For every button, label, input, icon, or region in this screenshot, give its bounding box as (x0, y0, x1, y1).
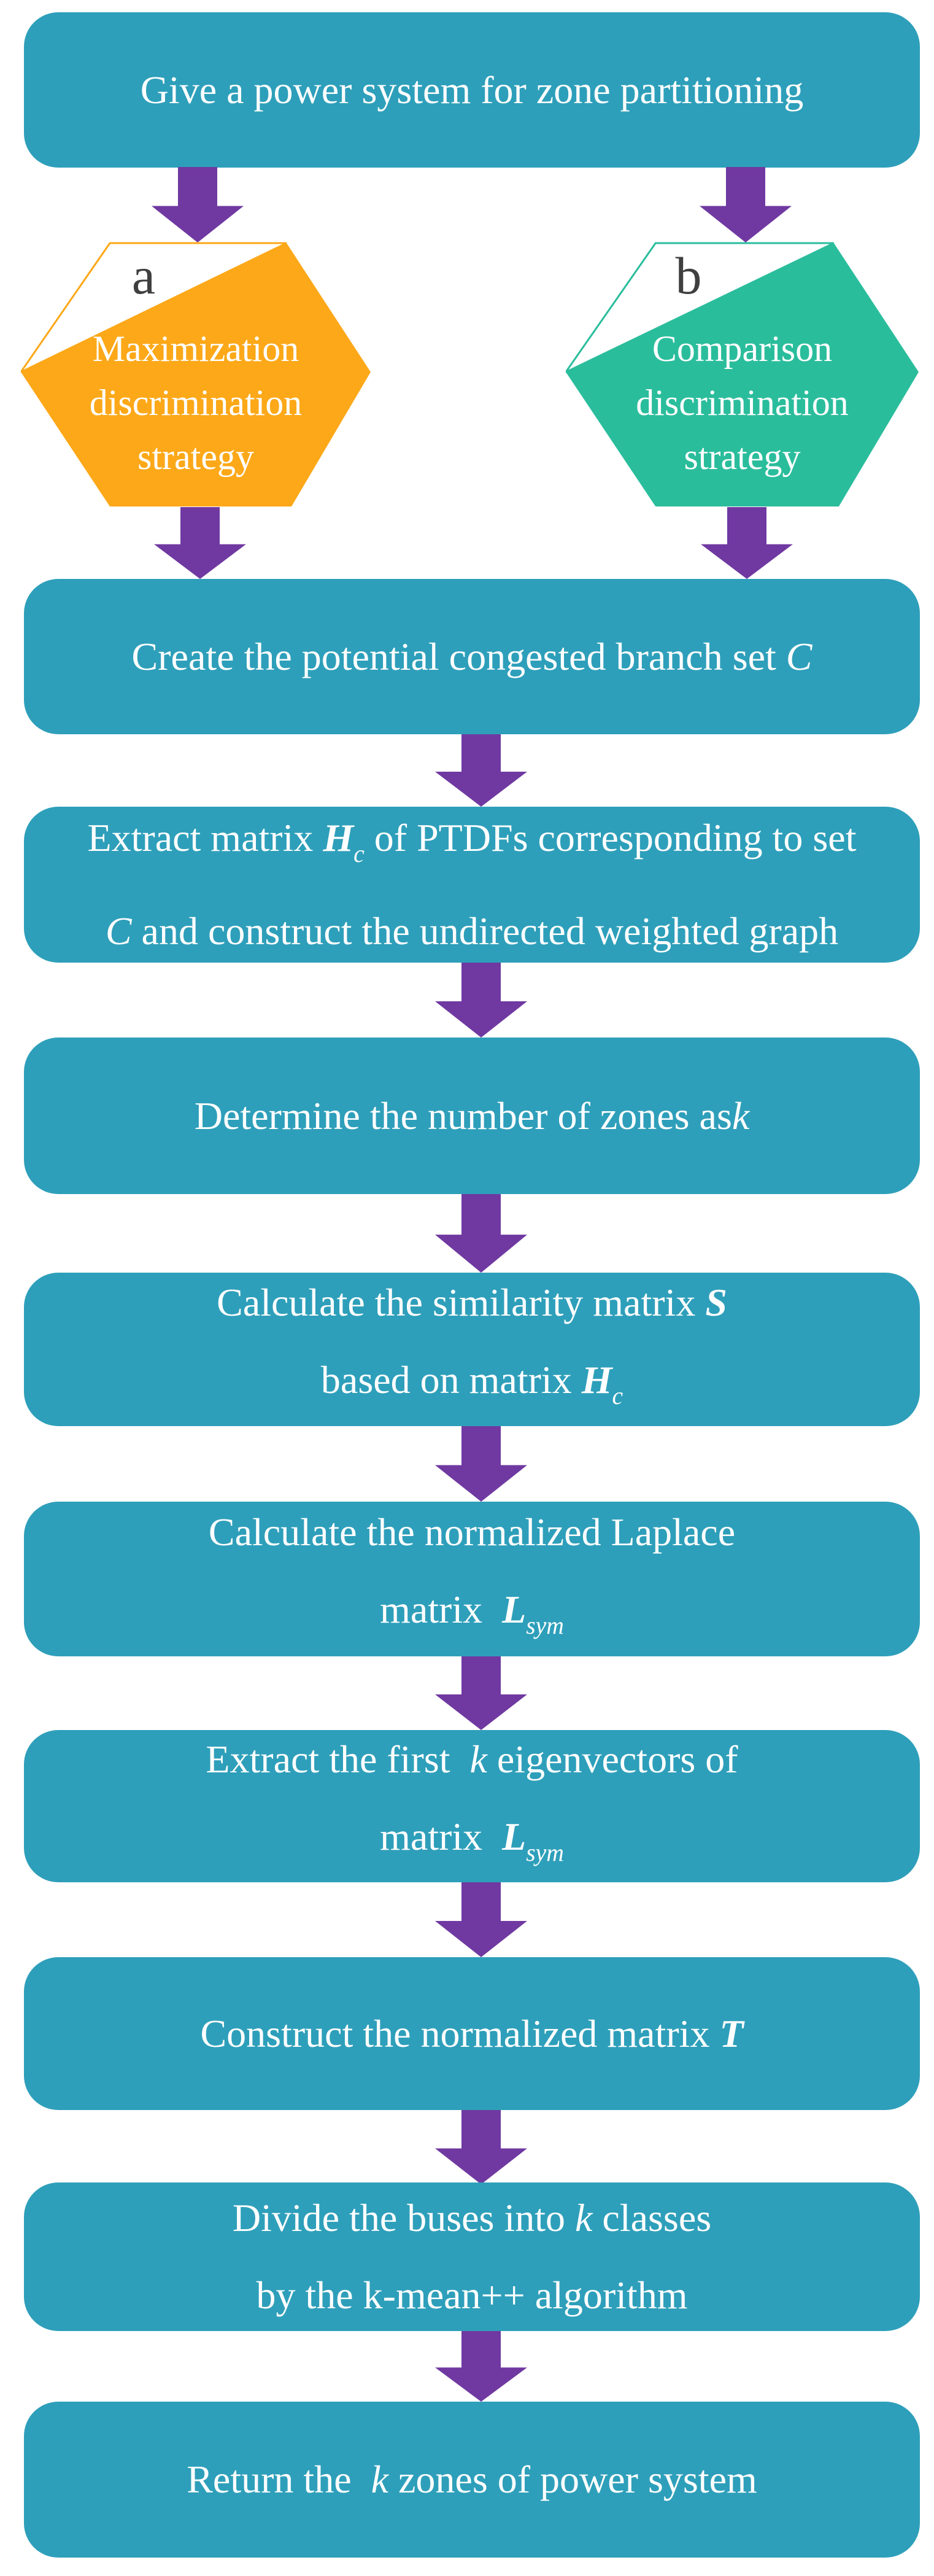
flow-step-input-power-system: Give a power system for zone partitionin… (24, 12, 920, 168)
arrow-down-icon (435, 1426, 527, 1502)
arrow-determine-zones-to-similarity (435, 1194, 527, 1273)
arrow-input-to-hexagon-a (152, 167, 244, 242)
arrow-down-icon (435, 2331, 527, 2402)
arrow-down-icon (435, 1882, 527, 1957)
hexagon-b-line-3: strategy (684, 436, 801, 477)
arrow-hexagon-a-to-create-set (154, 507, 246, 579)
arrow-hexagon-b-to-create-set (701, 507, 793, 579)
hexagon-b-line-2: discrimination (636, 382, 849, 423)
arrow-down-icon (435, 734, 527, 807)
arrow-create-set-to-extract-matrix (435, 734, 527, 807)
arrow-kmeans-to-return-zones (435, 2331, 527, 2402)
branch-label-b: b (675, 246, 702, 305)
arrow-down-icon (435, 1656, 527, 1730)
hexagon-comparison-strategy: b Comparison discrimination strategy (566, 242, 919, 508)
flow-step-return-zones: Return the k zones of power system (24, 2402, 920, 2558)
arrow-down-icon (435, 1194, 527, 1273)
hexagon-b-line-1: Comparison (652, 328, 833, 369)
arrow-input-to-hexagon-b (700, 167, 792, 242)
hexagon-b-folded-corner (566, 242, 835, 373)
arrow-eigenvectors-to-normalized-matrix (435, 1882, 527, 1957)
branch-label-a: a (131, 246, 156, 305)
hexagon-b-text: Comparison discrimination strategy (566, 322, 919, 484)
hexagon-a-folded-corner (21, 242, 287, 373)
hexagon-a-line-2: discrimination (89, 382, 303, 423)
flow-step-normalized-matrix: Construct the normalized matrix T (24, 1957, 920, 2110)
hexagon-a-text: Maximization discrimination strategy (21, 322, 371, 484)
arrow-normalized-matrix-to-kmeans (435, 2110, 527, 2184)
arrow-laplace-to-eigenvectors (435, 1656, 527, 1730)
flow-step-extract-matrix: Extract matrix Hc of PTDFs corresponding… (24, 807, 920, 963)
arrow-down-icon (700, 167, 792, 242)
arrow-down-icon (701, 507, 793, 579)
arrow-similarity-to-laplace (435, 1426, 527, 1502)
arrow-extract-matrix-to-determine-zones (435, 963, 527, 1038)
hexagon-b-shape (566, 242, 919, 506)
arrow-down-icon (154, 507, 246, 579)
hexagon-a-line-3: strategy (137, 436, 254, 477)
hexagon-a-shape (21, 242, 371, 506)
hexagon-a-line-1: Maximization (92, 328, 299, 369)
arrow-down-icon (435, 2110, 527, 2184)
hexagon-maximization-strategy: a Maximization discrimination strategy (21, 242, 371, 508)
arrow-down-icon (152, 167, 244, 242)
flow-step-create-branch-set: Create the potential congested branch se… (24, 579, 920, 734)
arrow-down-icon (435, 963, 527, 1038)
flow-step-determine-zones: Determine the number of zones ask (24, 1038, 920, 1194)
